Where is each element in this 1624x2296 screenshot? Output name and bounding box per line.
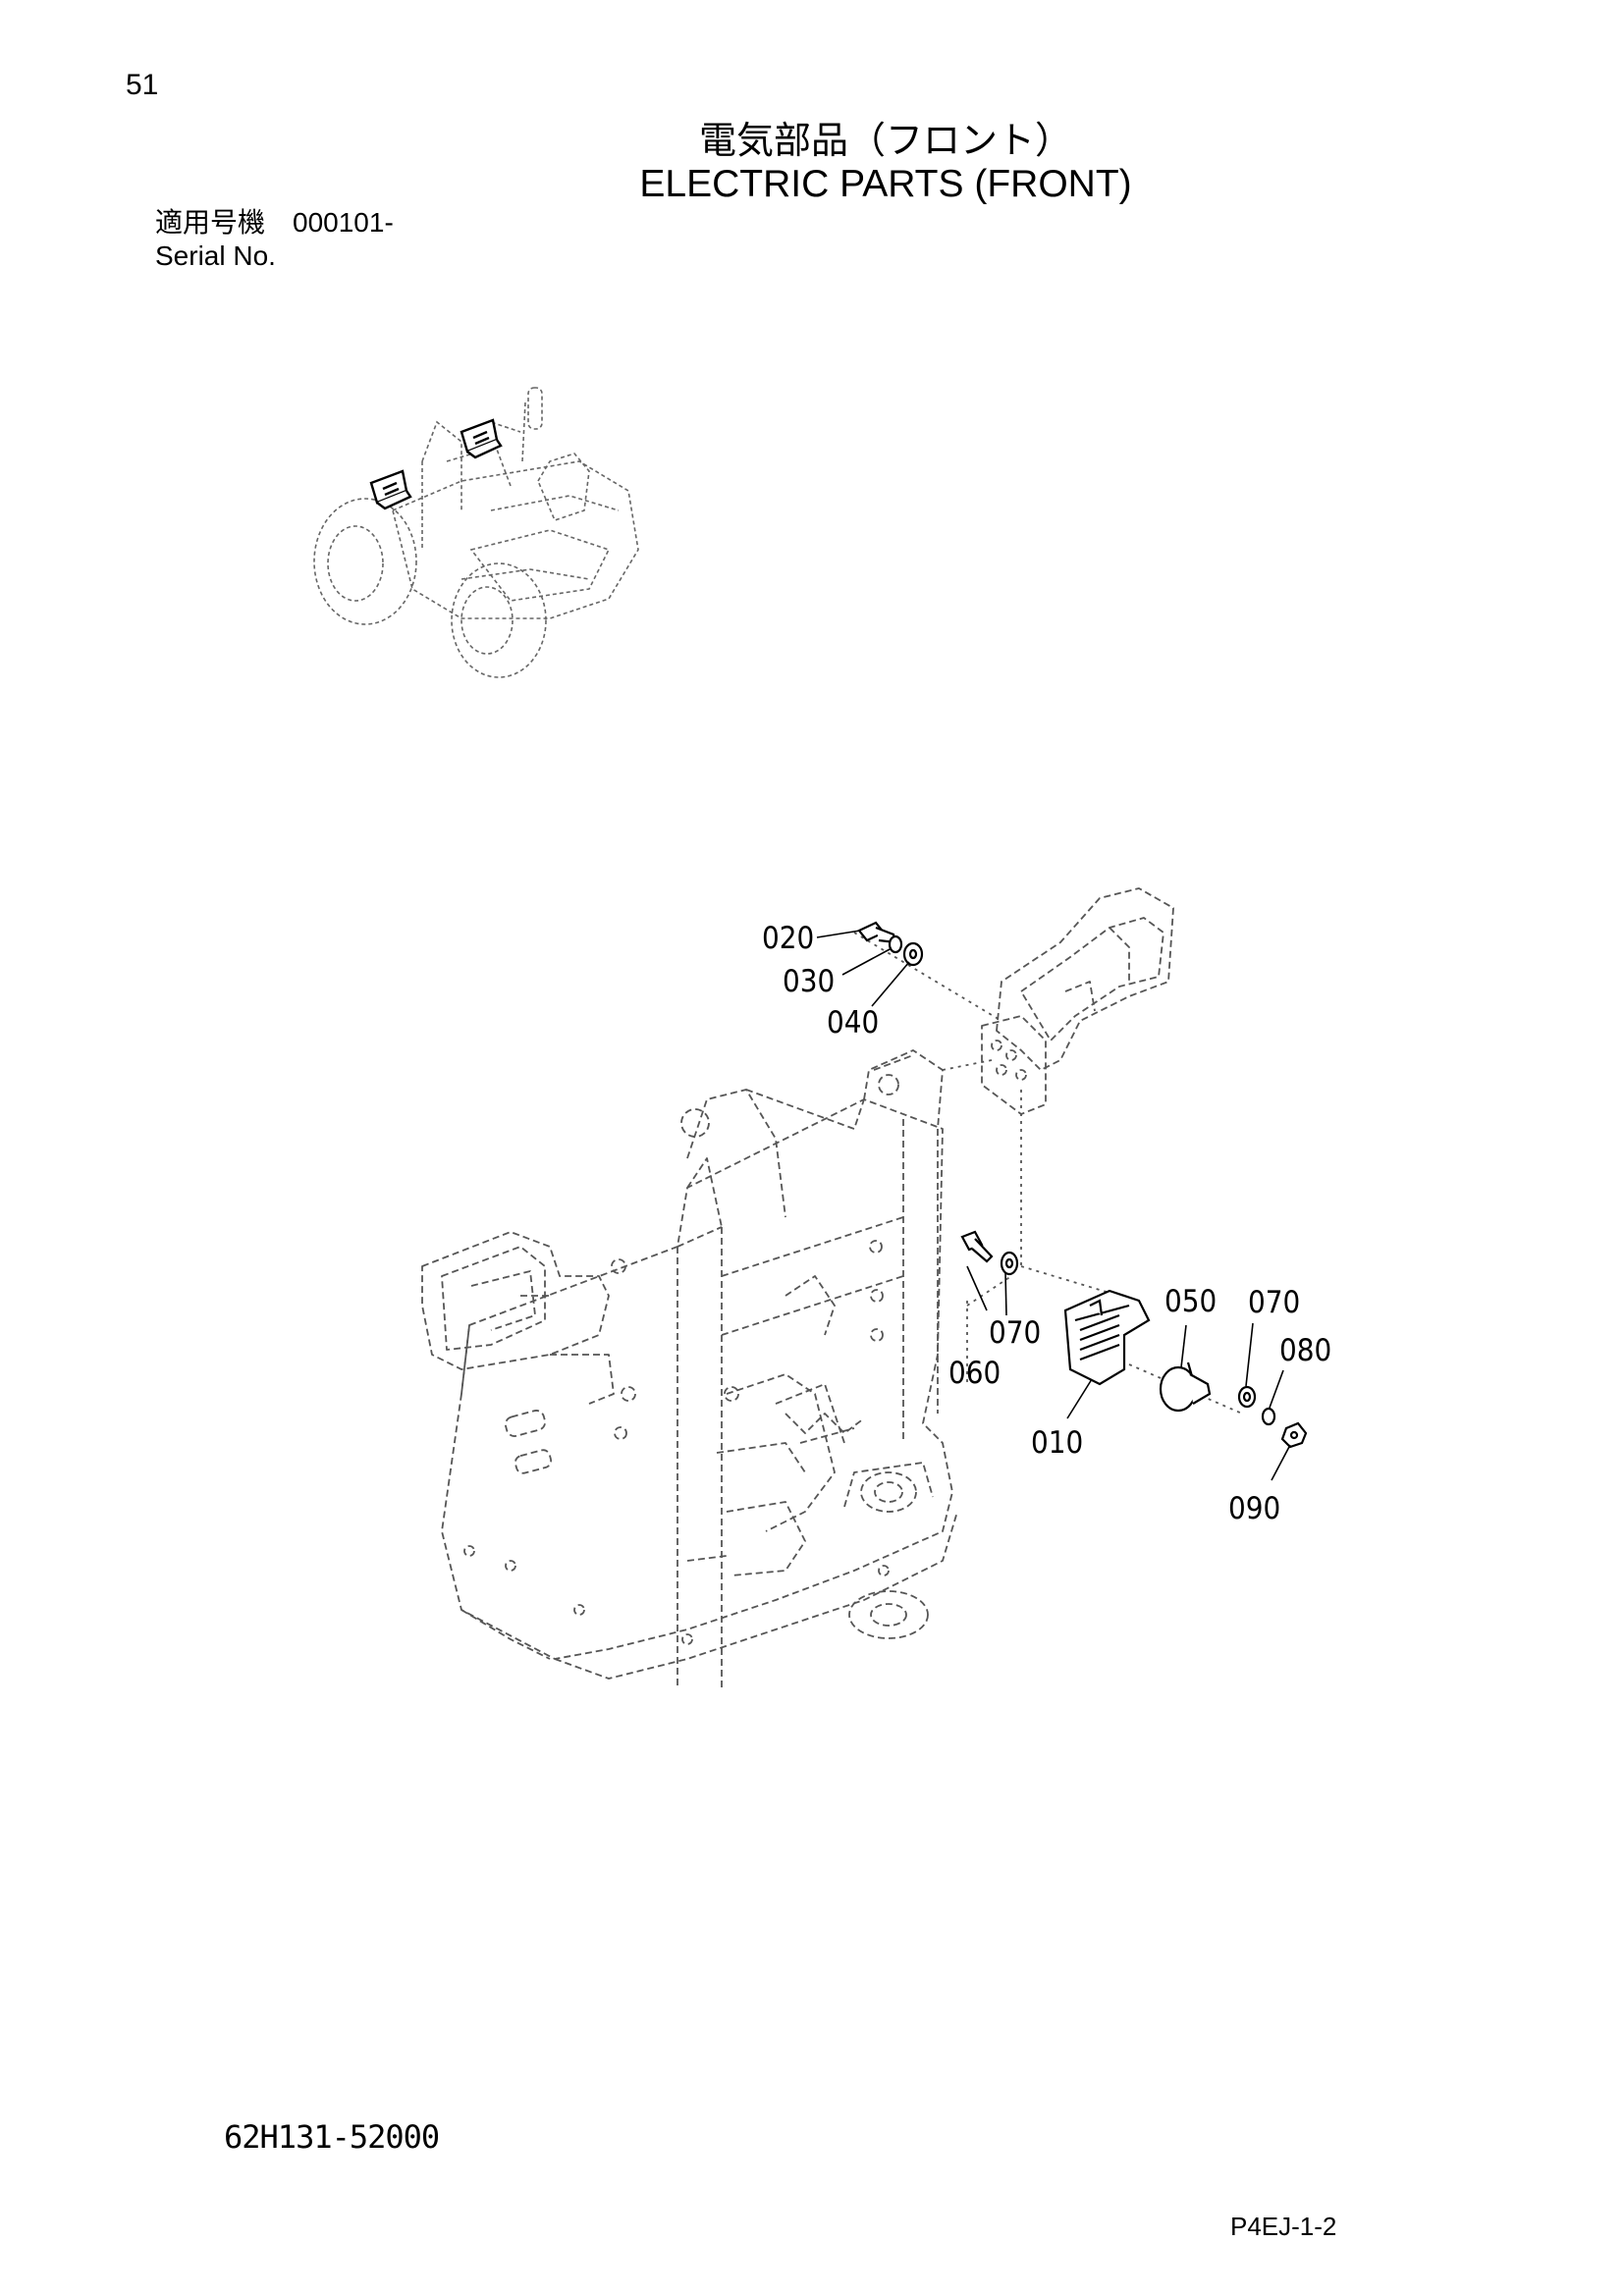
page-title-japanese: 電気部品（フロント） bbox=[698, 119, 1072, 162]
callout-050: 050 bbox=[1164, 1284, 1217, 1319]
callout-030: 030 bbox=[783, 964, 835, 999]
callout-020: 020 bbox=[762, 921, 814, 956]
drawing-code: 62H131-52000 bbox=[224, 2118, 440, 2156]
callout-070: 070 bbox=[989, 1315, 1041, 1351]
page-code: P4EJ-1-2 bbox=[1230, 2212, 1337, 2241]
callout-010: 010 bbox=[1031, 1425, 1083, 1461]
callout-040: 040 bbox=[827, 1005, 879, 1041]
page-title-english: ELECTRIC PARTS (FRONT) bbox=[639, 163, 1132, 205]
serial-value: 000101- bbox=[293, 207, 394, 238]
serial-label-japanese: 適用号機 bbox=[155, 206, 266, 239]
serial-label-english: Serial No. bbox=[155, 240, 276, 271]
callout-060: 060 bbox=[948, 1356, 1001, 1391]
serial-row: 適用号機 000101- bbox=[155, 201, 394, 240]
page-number: 51 bbox=[126, 69, 159, 101]
callout-090: 090 bbox=[1228, 1491, 1280, 1526]
callout-070-right: 070 bbox=[1248, 1285, 1300, 1320]
callout-080: 080 bbox=[1279, 1333, 1331, 1368]
